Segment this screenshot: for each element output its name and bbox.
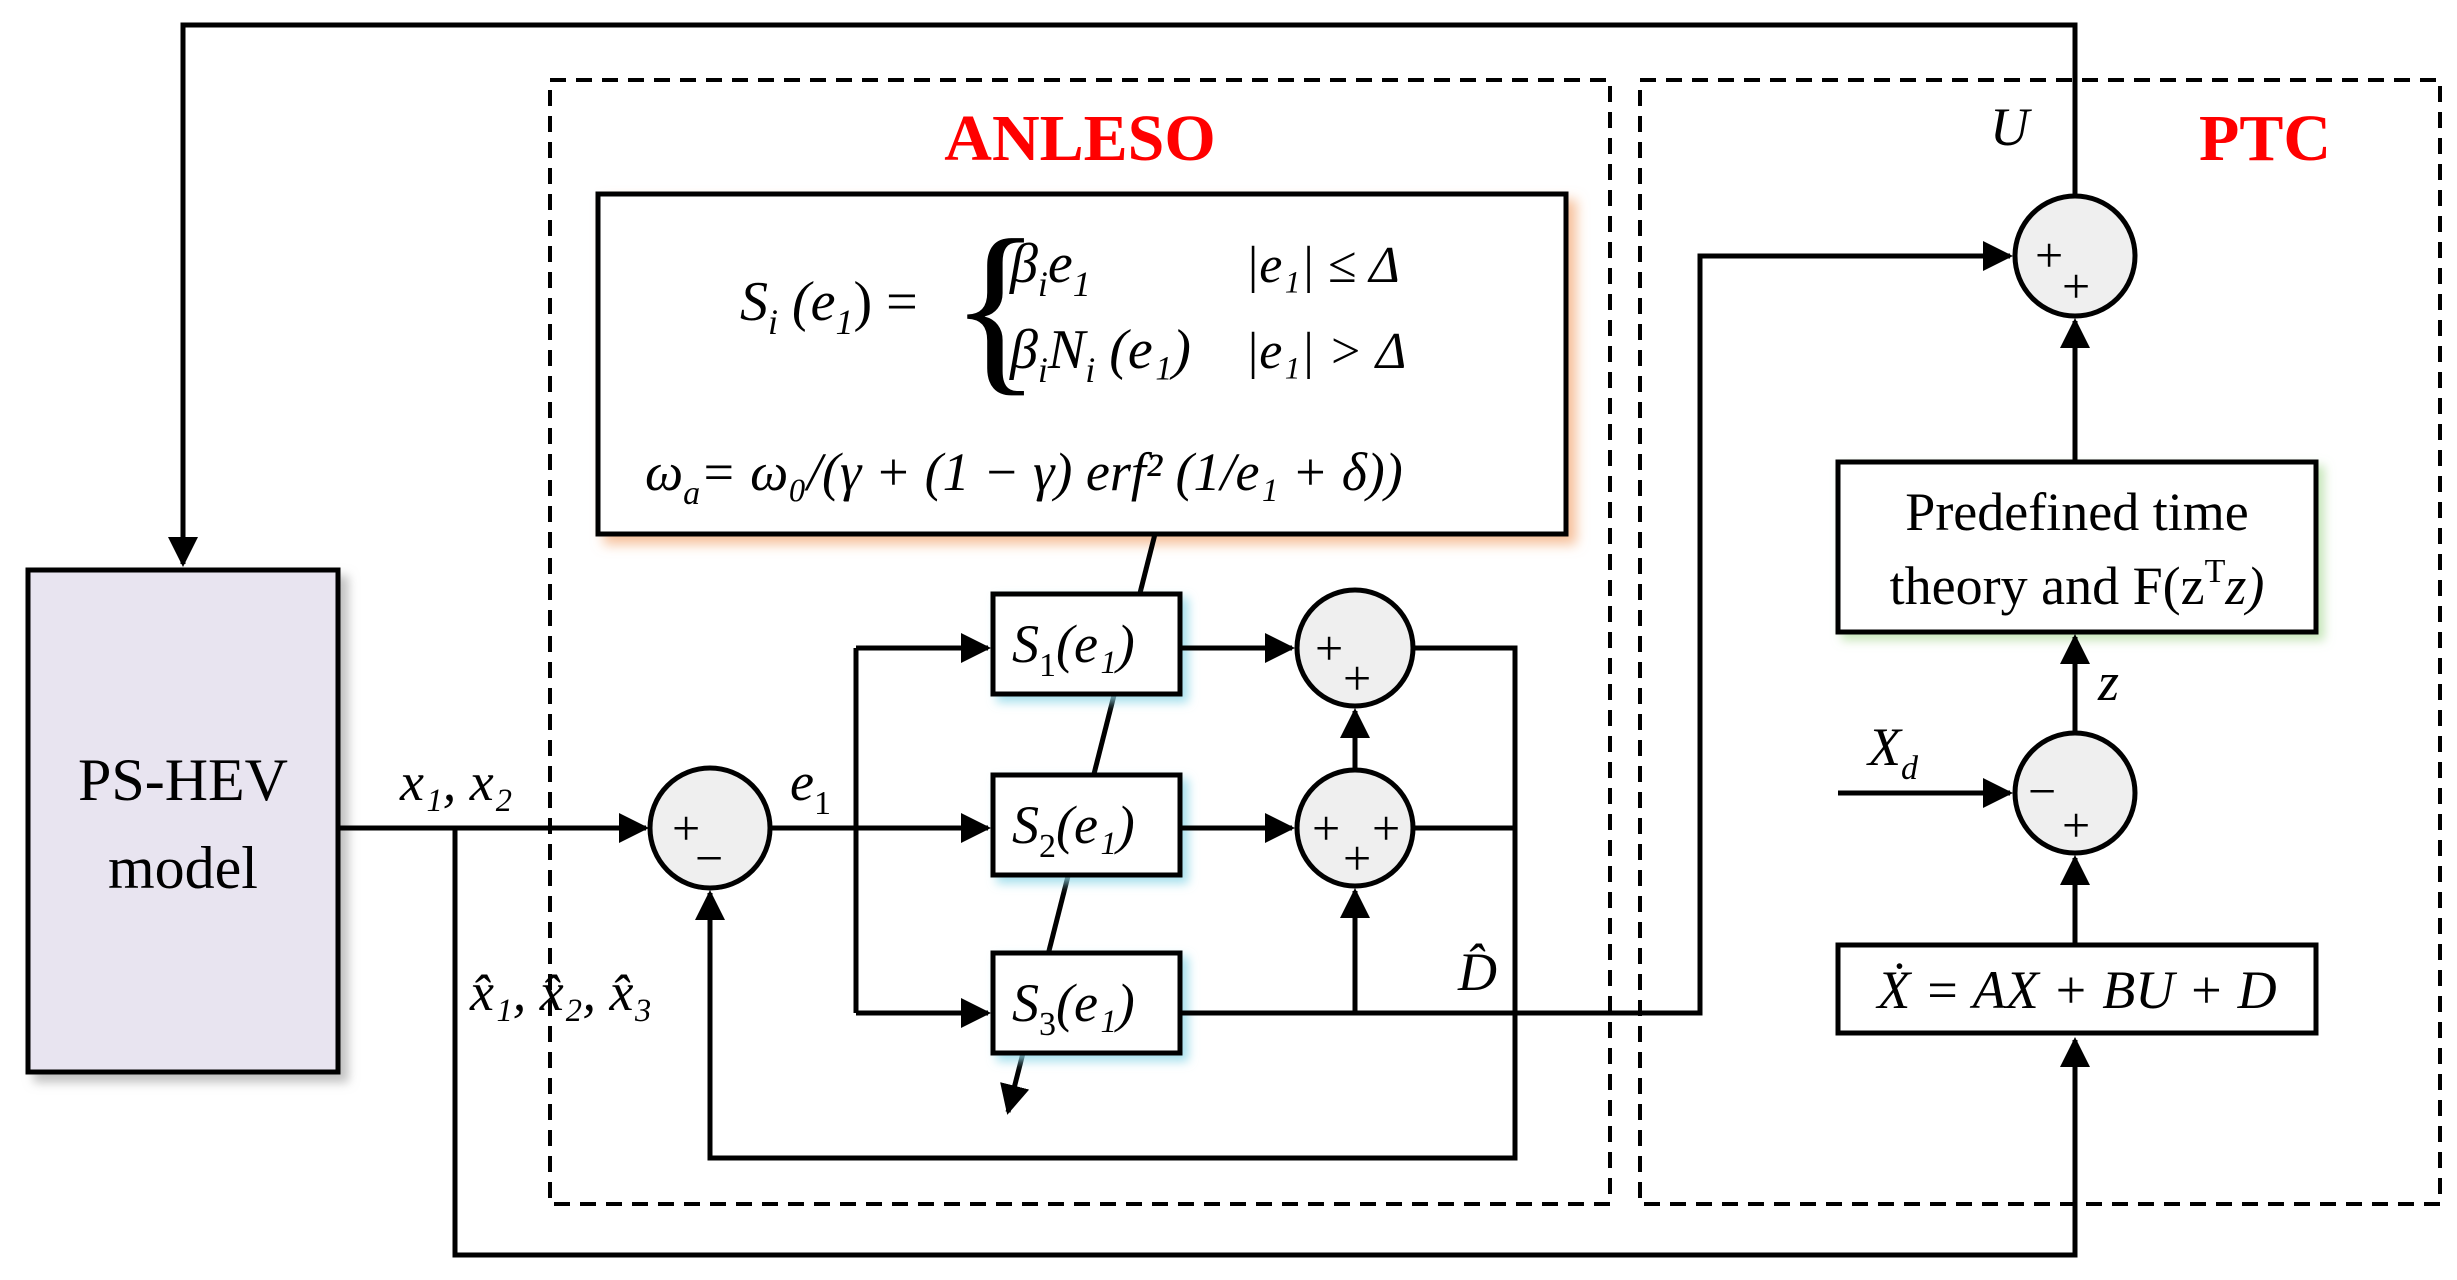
ptc-group-box [1638, 78, 2442, 1206]
ptc-top-sum-sign-b: + [2062, 258, 2090, 314]
ps-hev-model-block [25, 567, 341, 1075]
error-sum-sign-minus: − [695, 830, 723, 886]
ps-hev-model-line2: model [108, 835, 258, 901]
mid-sum-sign-c: + [1372, 800, 1400, 856]
label-u: U [1990, 97, 2032, 157]
mid-sum-sign-b: + [1343, 830, 1371, 886]
left-brace: { [950, 202, 1041, 412]
svg-text:|e₁| ≤ Δ: |e₁| ≤ Δ [1245, 237, 1400, 294]
error-sum-sign-plus: + [672, 800, 700, 856]
anleso-group-box [548, 78, 1612, 1206]
nonlinear-function-box [595, 191, 1569, 537]
wire-state-feedback-bottom [452, 828, 2090, 1258]
predefined-time-line1: Predefined time [1905, 482, 2248, 542]
ptc-top-sum-sign-a: + [2035, 227, 2063, 283]
top-sum-sign-b: + [1343, 650, 1371, 706]
state-equation-block [1835, 942, 2319, 1036]
label-z: z [2097, 652, 2119, 712]
wire-u-to-plant [168, 22, 2078, 567]
svg-text:βiNi (e₁): βiNi (e₁) [1009, 319, 1191, 390]
ptc-mid-sum-sign-a: − [2028, 763, 2056, 819]
svg-text:βie1: βie1 [1009, 233, 1091, 304]
svg-text:|e₁| > Δ: |e₁| > Δ [1245, 323, 1406, 380]
svg-text:Si (e1) =: Si (e1) = [740, 271, 918, 342]
anleso-title: ANLESO [944, 102, 1215, 175]
ptc-mid-sum-sign-b: + [2062, 797, 2090, 853]
label-xd: Xd [1866, 717, 1919, 787]
label-x1-x2: x₁, x₂ [399, 752, 512, 812]
label-e1: e1 [790, 752, 831, 822]
predefined-time-line2: theory and F(zTz) [1890, 553, 2265, 616]
svg-text:ωa= ω₀/(γ + (1 − γ) erf² (1/e₁: ωa= ω₀/(γ + (1 − γ) erf² (1/e₁ + δ)) [645, 442, 1403, 512]
wire-s3-dhat-to-ptc [1180, 241, 2013, 1016]
label-xhat: x̂₁, x̂₂, x̂₃ [469, 962, 652, 1022]
top-sum-sign-a: + [1315, 620, 1343, 676]
wire-top-sum-feedback [695, 645, 1518, 1161]
omega-equation: ωa= ω₀/(γ + (1 − γ) erf² (1/e₁ + δ)) [645, 442, 1403, 512]
ptc-title: PTC [2199, 102, 2331, 175]
predefined-time-block [1835, 459, 2319, 635]
s1-block [990, 591, 1183, 697]
s3-label: S3(e₁) [1012, 973, 1135, 1043]
ps-hev-model-line1: PS-HEV [78, 747, 288, 813]
label-dhat: D̂ [1457, 942, 1497, 1002]
s2-label: S2(e₁) [1012, 795, 1135, 865]
si-equation: Si (e1) = { βie1 |e₁| ≤ Δ βiNi (e₁) |e₁|… [740, 202, 1406, 412]
s1-label: S1(e₁) [1012, 614, 1135, 684]
state-equation-text: Ẋ = AX + BU + D [1875, 960, 2276, 1020]
mid-sum-sign-a: + [1312, 800, 1340, 856]
s3-block [990, 950, 1183, 1056]
s2-block [990, 772, 1183, 878]
